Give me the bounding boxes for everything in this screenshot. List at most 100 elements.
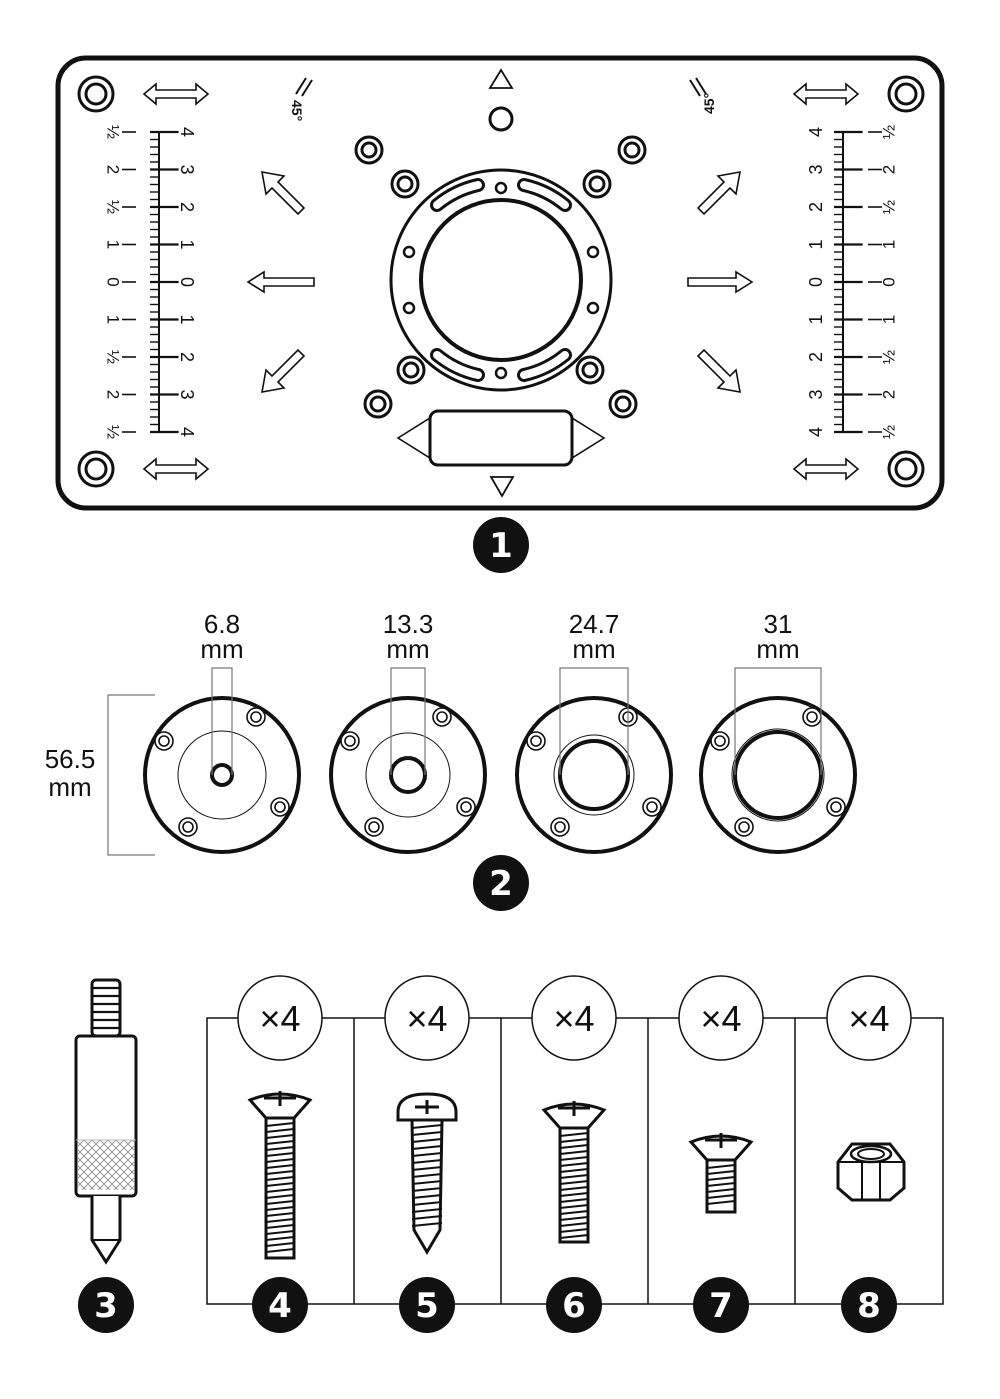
- quantity-label-8: ×4: [826, 975, 912, 1061]
- ring-size-unit: mm: [756, 634, 799, 664]
- arrow-down-right-icon: [696, 348, 741, 393]
- countersunk-screw-short: [688, 1133, 754, 1214]
- countersunk-screw-long: [247, 1091, 313, 1260]
- double-arrow-icon: [792, 82, 860, 106]
- corner-hole-top-left: [77, 75, 115, 113]
- ring-size-value: 24.7: [569, 609, 620, 639]
- hex-nut: [836, 1142, 906, 1202]
- badge-4: 4: [252, 1277, 308, 1333]
- badge-6: 6: [546, 1277, 602, 1333]
- svg-text:4: 4: [268, 1286, 292, 1326]
- plate-slot: [428, 409, 574, 467]
- height-unit: mm: [48, 772, 91, 802]
- ruler-number: 1: [806, 239, 826, 249]
- quantity-text: ×4: [848, 998, 889, 1039]
- ruler-number: 4: [806, 127, 826, 137]
- badge-3: 3: [78, 1277, 134, 1333]
- double-arrow-icon: [792, 457, 860, 481]
- ruler-outer-label: 1: [104, 240, 123, 249]
- ruler-number: 4: [806, 427, 826, 437]
- quantity-text: ×4: [406, 998, 447, 1039]
- ruler-outer-label: 0: [104, 277, 123, 286]
- triangle-up-icon: [488, 68, 514, 89]
- reducing-ring-2: 13.3mm: [329, 609, 487, 854]
- triangle-down-icon: [489, 476, 515, 498]
- double-arrow-icon: [142, 457, 210, 481]
- svg-text:2: 2: [489, 864, 513, 904]
- angle-mark: [695, 77, 707, 95]
- ruler-number: 2: [177, 352, 197, 362]
- pan-head-tapping-screw: [396, 1092, 458, 1255]
- ruler-number: 2: [806, 352, 826, 362]
- badge-8: 8: [841, 1277, 897, 1333]
- arrow-down-left-icon: [261, 348, 306, 393]
- ruler-outer-label: 1: [880, 315, 899, 324]
- corner-hole-top-right: [887, 75, 925, 113]
- angle-mark: [301, 79, 313, 97]
- angle-mark: [295, 77, 307, 95]
- mount-hole: [575, 355, 605, 385]
- ruler-outer-label: ½: [880, 425, 899, 439]
- leveling-pin: [74, 978, 138, 1265]
- ruler-number: 1: [177, 314, 197, 324]
- ring-size-value: 31: [764, 609, 793, 639]
- mount-hole: [363, 389, 393, 419]
- ruler-outer-label: ½: [880, 350, 899, 364]
- corner-hole-bottom-right: [887, 450, 925, 488]
- ruler-outer-label: ½: [104, 425, 123, 439]
- ruler-outer-label: 2: [104, 390, 123, 399]
- ring-size-unit: mm: [572, 634, 615, 664]
- ruler-number: 3: [806, 389, 826, 399]
- quantity-text: ×4: [259, 998, 300, 1039]
- ring-size-value: 13.3: [383, 609, 434, 639]
- ruler-number: 2: [806, 202, 826, 212]
- ruler-outer-label: ½: [880, 125, 899, 139]
- angle-mark: [689, 79, 701, 97]
- ruler-number: 2: [177, 202, 197, 212]
- ruler-outer-label: ½: [880, 200, 899, 214]
- double-arrow-icon: [142, 82, 210, 106]
- badge-5: 5: [399, 1277, 455, 1333]
- ruler-number: 4: [177, 427, 197, 437]
- ruler-number: 1: [177, 239, 197, 249]
- ruler-outer-label: ½: [104, 125, 123, 139]
- mount-hole: [608, 389, 638, 419]
- badge-1: 1: [473, 517, 529, 573]
- quantity-text: ×4: [700, 998, 741, 1039]
- ruler-number: 1: [806, 314, 826, 324]
- ruler-number: 4: [177, 127, 197, 137]
- ring-size-value: 6.8: [204, 609, 240, 639]
- ruler-number: 0: [177, 277, 197, 287]
- arrow-right-icon: [687, 270, 754, 294]
- svg-text:6: 6: [562, 1286, 586, 1326]
- height-value: 56.5: [45, 744, 96, 774]
- ruler-outer-label: 2: [880, 390, 899, 399]
- ruler-outer-label: 2: [104, 165, 123, 174]
- ruler-number: 3: [177, 164, 197, 174]
- arrow-up-right-icon: [696, 171, 741, 216]
- ruler-number: 3: [177, 389, 197, 399]
- ruler-outer-label: 2: [880, 165, 899, 174]
- angle-label-right: 45°: [701, 93, 717, 114]
- ruler-outer-label: 1: [104, 315, 123, 324]
- quantity-label-7: ×4: [678, 975, 764, 1061]
- quantity-label-5: ×4: [384, 975, 470, 1061]
- mount-hole: [354, 135, 384, 165]
- quantity-label-4: ×4: [237, 975, 323, 1061]
- arrow-left-icon: [246, 270, 315, 294]
- ruler-outer-label: ½: [104, 350, 123, 364]
- svg-text:5: 5: [415, 1286, 439, 1326]
- mount-hole: [390, 169, 420, 199]
- ruler-outer-label: 0: [880, 277, 899, 286]
- badge-2: 2: [473, 855, 529, 911]
- quantity-label-6: ×4: [531, 975, 617, 1061]
- mount-hole: [582, 169, 612, 199]
- mount-hole: [396, 355, 426, 385]
- countersunk-screw-medium: [541, 1101, 607, 1244]
